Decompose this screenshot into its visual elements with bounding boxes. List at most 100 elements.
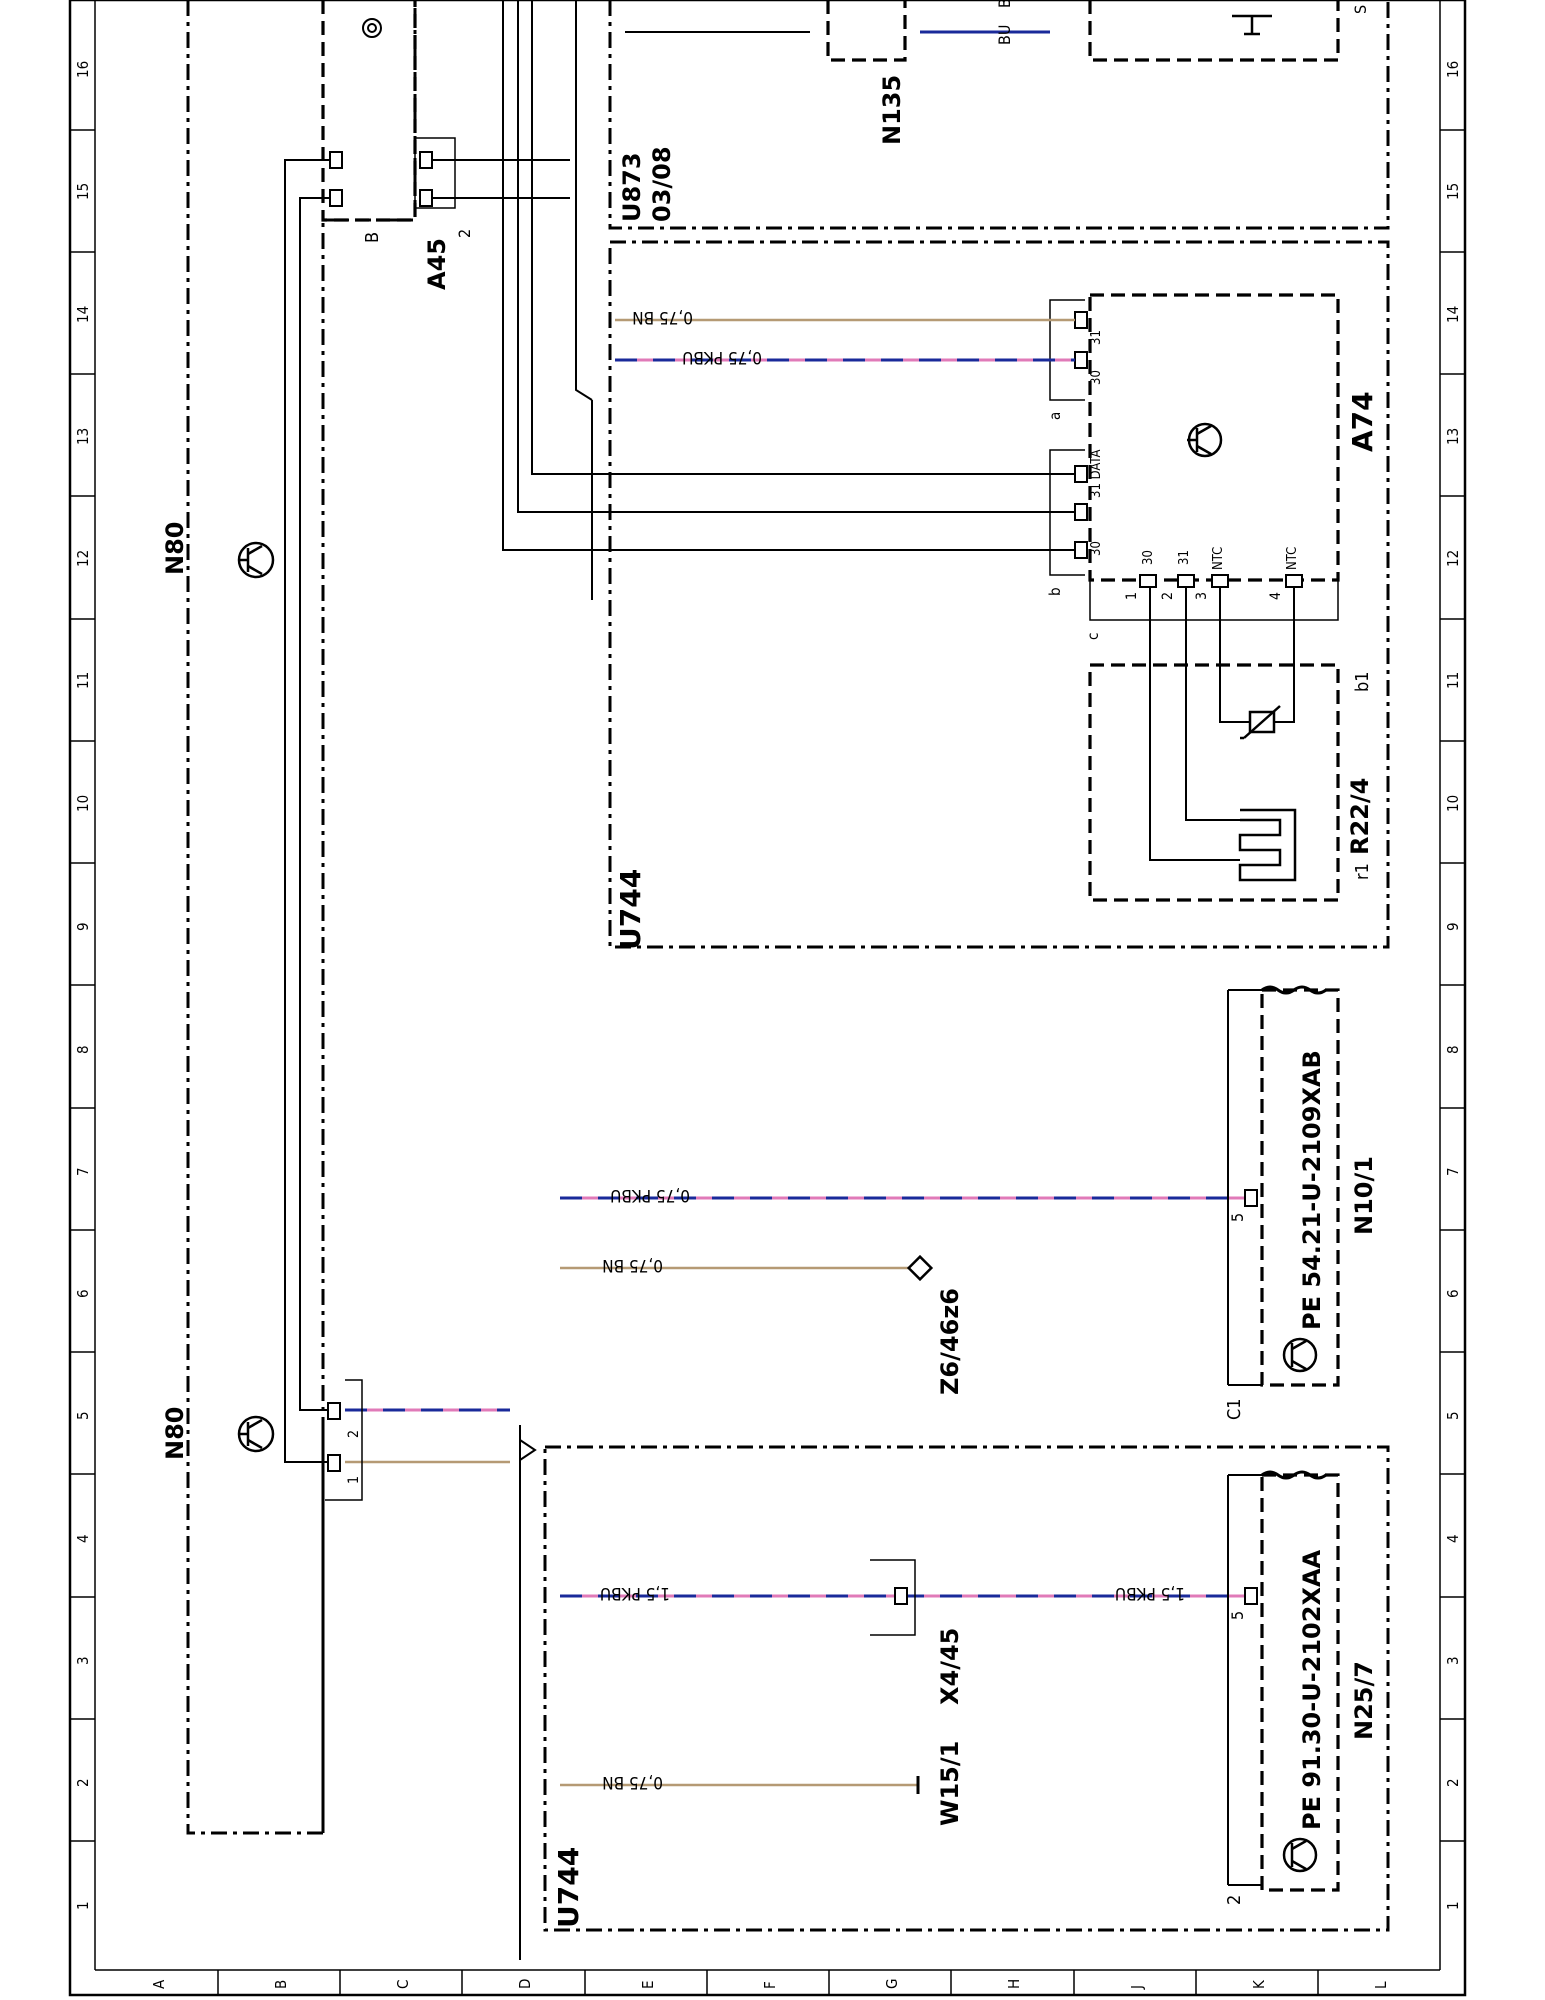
thermistor-icon xyxy=(1240,705,1281,740)
col-label: 4 xyxy=(1444,1534,1462,1543)
wire-bu-partial-label: BU xyxy=(995,0,1014,8)
row-labels: A B C D E F G H J K L xyxy=(150,1979,1390,1990)
pin-5-label: 5 xyxy=(1228,1213,1247,1222)
n135-box xyxy=(826,0,1340,62)
col-label: 8 xyxy=(74,1045,92,1054)
col-label: 13 xyxy=(1444,428,1462,445)
col-label: 15 xyxy=(74,183,92,200)
ntc-label: NTC xyxy=(1285,547,1300,570)
r22-b1-label: b1 xyxy=(1352,671,1373,692)
transistor-icon xyxy=(1187,422,1223,458)
col-label: 3 xyxy=(1444,1656,1462,1665)
pin-30-label: 30 xyxy=(1089,370,1104,385)
col-label: 12 xyxy=(1444,550,1462,567)
a74-b-label: b xyxy=(1046,587,1064,596)
row-label: C xyxy=(394,1980,412,1989)
u873-label: U873 xyxy=(618,152,646,222)
r22-r1-label: r1 xyxy=(1352,863,1373,880)
col-label: 10 xyxy=(1444,795,1462,812)
col-label: 16 xyxy=(74,61,92,78)
u873-date-label: 03/08 xyxy=(648,146,676,222)
transistor-icon xyxy=(237,541,275,579)
wire-bu-label: BU xyxy=(995,25,1014,45)
transistor-icon xyxy=(1282,1337,1318,1373)
col-label: 7 xyxy=(1444,1167,1462,1176)
col-label: 14 xyxy=(1444,306,1462,323)
row-label: F xyxy=(761,1981,779,1989)
r22-4-wiring xyxy=(1149,587,1297,882)
n10-1-pe-label: PE 54.21-U-2109XAB xyxy=(1298,1050,1326,1330)
ntc-label: NTC xyxy=(1211,547,1226,570)
x4-45-connector xyxy=(870,1559,916,1636)
col-label: 3 xyxy=(74,1656,92,1665)
pin-1-label: 1 xyxy=(346,1476,362,1484)
n10-1-label: N10/1 xyxy=(1350,1156,1378,1235)
a45-details xyxy=(329,18,456,209)
a45-label: A45 xyxy=(423,238,451,290)
frame xyxy=(68,0,1467,1997)
pin-2-label: 2 xyxy=(346,1430,362,1438)
grounding-icon xyxy=(1232,14,1272,36)
n80-connector xyxy=(325,1379,363,1501)
pin-1-label: 1 xyxy=(1124,592,1140,600)
col-label: 14 xyxy=(74,306,92,323)
a74-a-label: a xyxy=(1046,412,1064,420)
a74-connector-a xyxy=(1049,299,1088,401)
a45-b-label: B xyxy=(362,232,383,243)
col-label: 2 xyxy=(1444,1778,1462,1787)
n10-1-c1-label: C1 xyxy=(1224,1398,1245,1420)
n25-7-pe-label: PE 91.30-U-2102XAA xyxy=(1298,1549,1326,1830)
wire-label: 1,5 PKBU xyxy=(1115,1583,1185,1603)
a45-2-label: 2 xyxy=(455,229,474,238)
u744-upper-box xyxy=(608,240,1390,949)
r22-4-label: R22/4 xyxy=(1346,778,1374,855)
wavy-break xyxy=(1261,985,1327,1480)
pin-2-label: 2 xyxy=(1160,592,1176,600)
col-label: 9 xyxy=(74,922,92,931)
wire-label: 0,75 PKBU xyxy=(682,347,762,367)
pin-30-label: 30 xyxy=(1089,541,1104,556)
x4-45-label: X4/45 xyxy=(936,1628,964,1705)
edge-s-label: S xyxy=(1351,5,1370,14)
n25-7-2-label: 2 xyxy=(1224,1895,1245,1905)
n25-7-box xyxy=(1260,1473,1340,1892)
n135-label: N135 xyxy=(878,75,906,145)
a74-c-label: c xyxy=(1084,633,1102,640)
col-label: 8 xyxy=(1444,1045,1462,1054)
row-label: K xyxy=(1250,1979,1268,1989)
w15-1-label: W15/1 xyxy=(936,1741,964,1826)
col-label: 2 xyxy=(74,1778,92,1787)
pin-31-label: 31 xyxy=(1177,550,1192,565)
col-label: 6 xyxy=(1444,1289,1462,1298)
z6-46z6-label: Z6/46z6 xyxy=(936,1288,964,1395)
a74-label: A74 xyxy=(1346,391,1379,452)
spiral-icon xyxy=(362,18,382,38)
col-label: 5 xyxy=(1444,1411,1462,1420)
wire-label: 0,75 BN xyxy=(632,307,693,327)
pin-31data-label: 31 DATA xyxy=(1089,450,1104,499)
col-label: 4 xyxy=(74,1534,92,1543)
col-label: 10 xyxy=(74,795,92,812)
pin-31-label: 31 xyxy=(1089,330,1104,345)
row-label: J xyxy=(1128,1985,1146,1990)
col-label: 12 xyxy=(74,550,92,567)
u744-lower-box xyxy=(543,1445,1390,1932)
row-label: D xyxy=(516,1979,534,1989)
row-label: B xyxy=(272,1980,290,1989)
col-label: 6 xyxy=(74,1289,92,1298)
n80-label-right: N80 xyxy=(161,522,189,575)
col-label: 13 xyxy=(74,428,92,445)
heater-icon xyxy=(1238,808,1297,882)
a45-module xyxy=(321,0,417,222)
col-label: 11 xyxy=(74,672,92,689)
pin-3-label: 3 xyxy=(1194,592,1210,600)
row-label: L xyxy=(1372,1981,1390,1989)
col-label: 15 xyxy=(1444,183,1462,200)
u744-label-lower: U744 xyxy=(552,1847,585,1928)
column-labels: 1 1 2 2 3 3 4 4 5 5 6 6 7 7 8 8 9 9 10 1… xyxy=(74,61,1462,1910)
transistor-icon xyxy=(237,1415,275,1453)
pin-5-label: 5 xyxy=(1228,1611,1247,1620)
n80-label-left: N80 xyxy=(161,1407,189,1460)
n10-1-box xyxy=(1260,988,1340,1387)
